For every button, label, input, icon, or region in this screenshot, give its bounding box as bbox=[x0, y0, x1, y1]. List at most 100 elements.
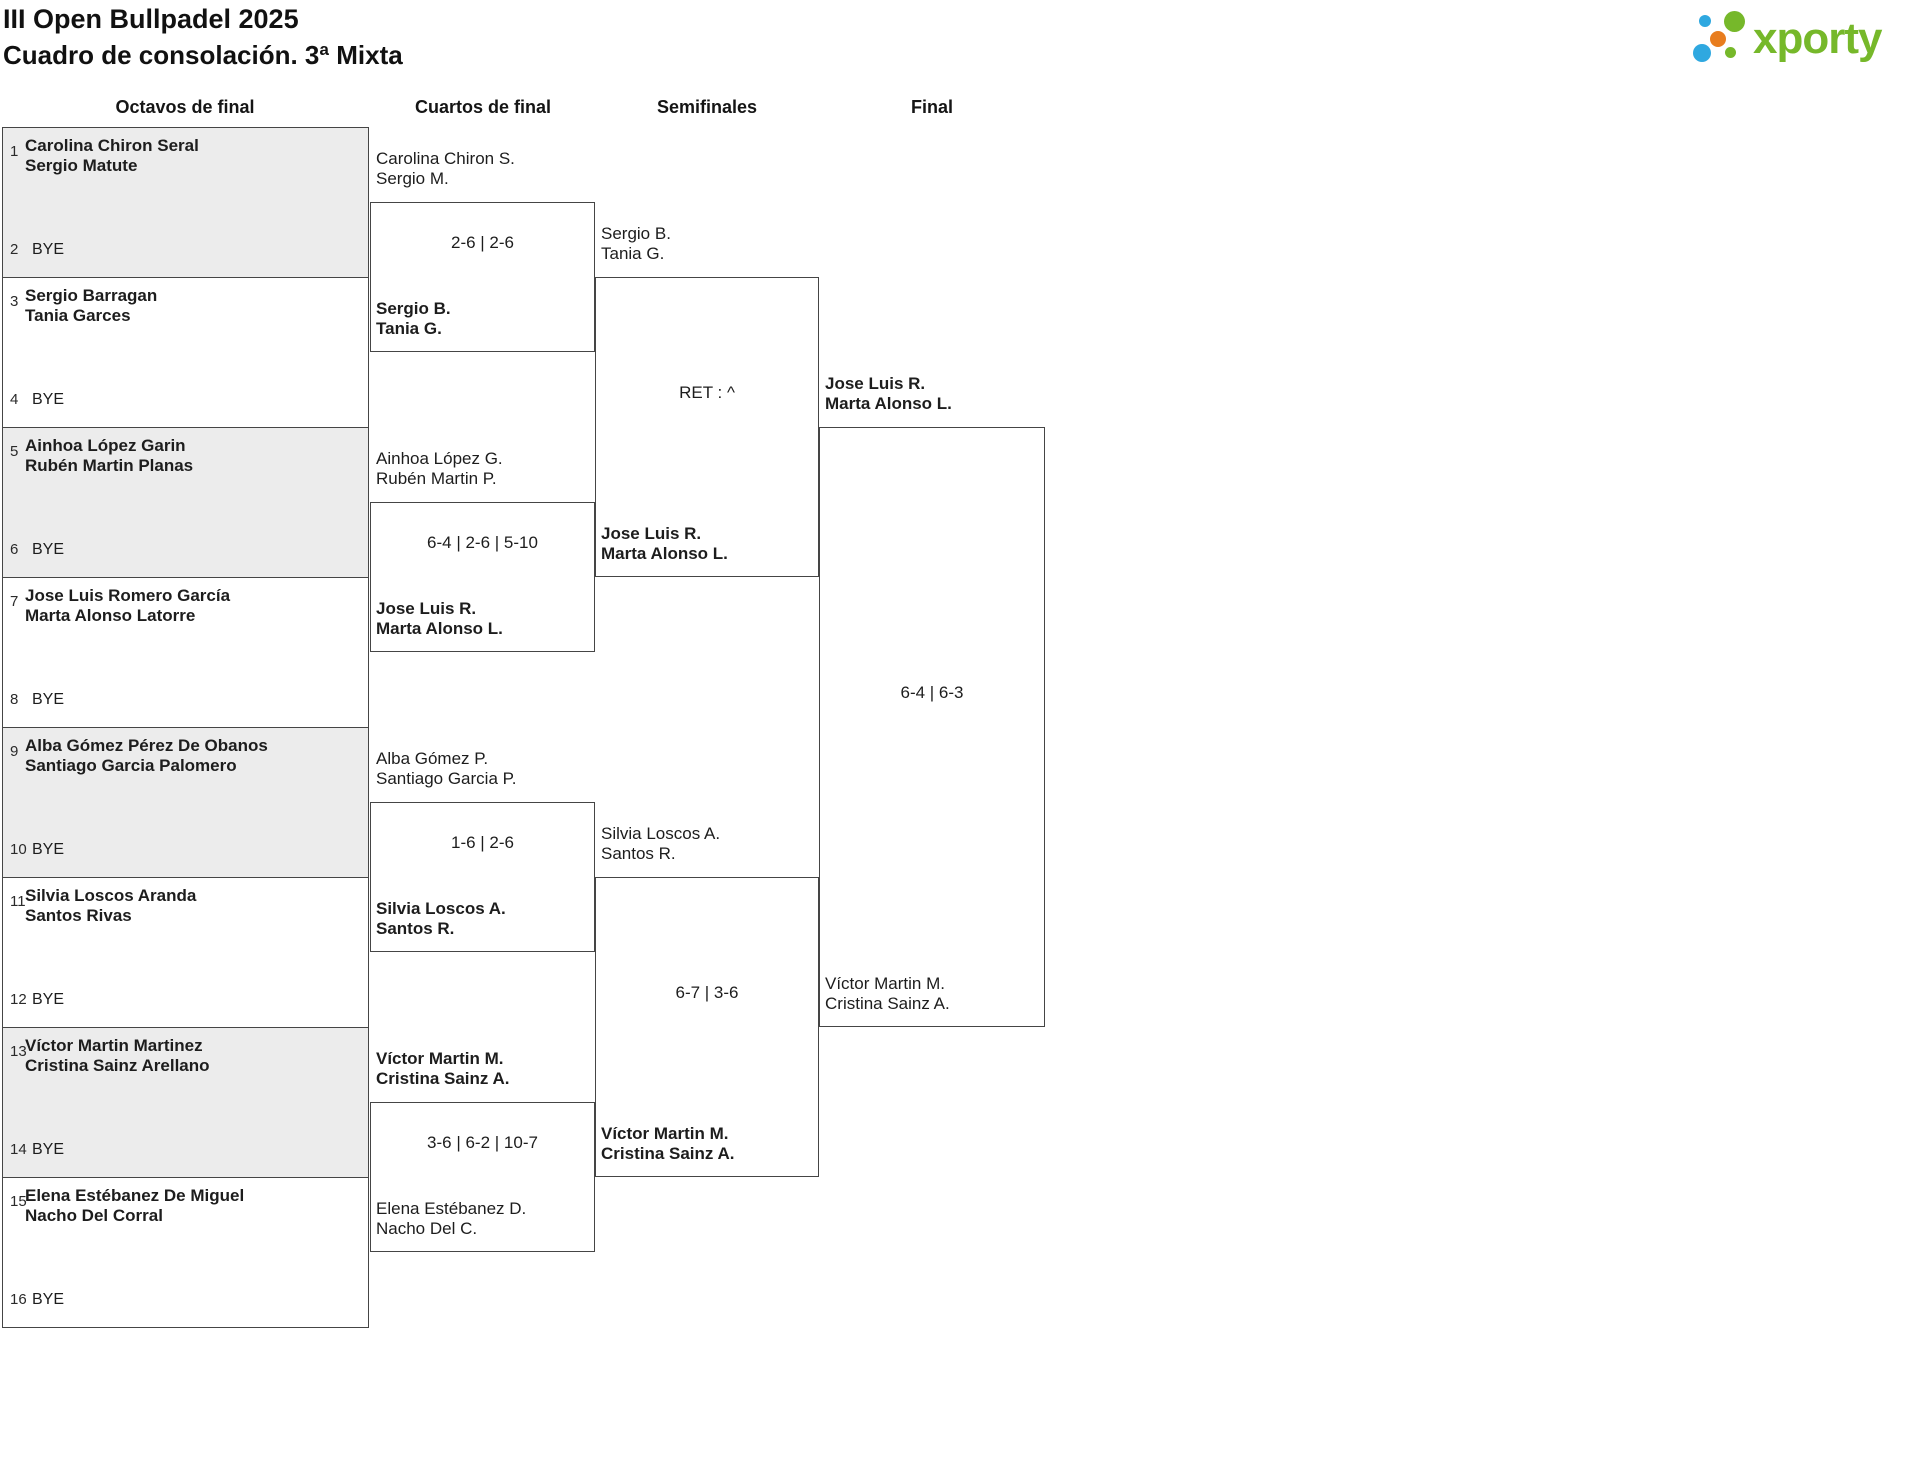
semifinal-match-box-1 bbox=[595, 277, 819, 577]
cuartos-match-box-1 bbox=[370, 202, 595, 352]
player1-name: Víctor Martin Martinez bbox=[25, 1036, 203, 1055]
octavos-block-5: 9 Alba Gómez Pérez De Obanos Santiago Ga… bbox=[2, 727, 369, 878]
bye-label: BYE bbox=[32, 391, 65, 408]
seed-number: 7 bbox=[10, 593, 19, 610]
seed-number: 10 bbox=[10, 841, 27, 858]
player2-name: Tania Garces bbox=[25, 306, 131, 325]
seed-number: 11 bbox=[10, 893, 26, 910]
seed-number: 2 bbox=[10, 241, 19, 258]
seed-number: 8 bbox=[10, 691, 19, 708]
octavos-block-4: 7 Jose Luis Romero García Marta Alonso L… bbox=[2, 577, 369, 728]
team-line: Jose Luis R. bbox=[376, 599, 477, 618]
cuartos-2-top-team: Ainhoa López G. Rubén Martin P. bbox=[376, 449, 503, 489]
bye-entry: 6 BYE bbox=[10, 541, 64, 559]
team-line: Marta Alonso L. bbox=[376, 619, 503, 638]
team-line: Silvia Loscos A. bbox=[376, 899, 506, 918]
team-line: Víctor Martin M. bbox=[825, 974, 945, 993]
team-names: Víctor Martin Martinez Cristina Sainz Ar… bbox=[25, 1036, 210, 1076]
team-line: Tania G. bbox=[376, 319, 442, 338]
seed-number: 4 bbox=[10, 391, 19, 408]
seed-number: 5 bbox=[10, 443, 19, 460]
team-line: Víctor Martin M. bbox=[376, 1049, 504, 1068]
cuartos-3-bottom-team: Silvia Loscos A. Santos R. bbox=[376, 899, 506, 939]
cuartos-1-score: 2-6 | 2-6 bbox=[450, 233, 514, 252]
team-line: Santos R. bbox=[376, 919, 455, 938]
logo-dot-blue-large bbox=[1693, 44, 1711, 62]
team-line: Jose Luis R. bbox=[601, 524, 702, 543]
player1-name: Silvia Loscos Aranda bbox=[25, 886, 197, 905]
player2-name: Santos Rivas bbox=[25, 906, 132, 925]
team-line: Rubén Martin P. bbox=[376, 469, 497, 488]
team-line: Elena Estébanez D. bbox=[376, 1199, 527, 1218]
logo-dot-orange bbox=[1710, 31, 1726, 47]
bye-label: BYE bbox=[32, 991, 65, 1008]
cuartos-1-bottom-team: Sergio B. Tania G. bbox=[376, 299, 451, 339]
seed-number: 16 bbox=[10, 1291, 27, 1308]
bye-entry: 2 BYE bbox=[10, 241, 64, 259]
seed-number: 1 bbox=[10, 143, 19, 160]
bye-entry: 4 BYE bbox=[10, 391, 64, 409]
cuartos-1-top-team: Carolina Chiron S. Sergio M. bbox=[376, 149, 515, 189]
team-names: Sergio Barragan Tania Garces bbox=[25, 286, 157, 326]
player1-name: Ainhoa López Garin bbox=[25, 436, 186, 455]
team-names: Alba Gómez Pérez De Obanos Santiago Garc… bbox=[25, 736, 268, 776]
player2-name: Cristina Sainz Arellano bbox=[25, 1056, 210, 1075]
team-line: Cristina Sainz A. bbox=[376, 1069, 510, 1088]
semifinal-1-top-team: Sergio B. Tania G. bbox=[601, 224, 671, 264]
seed-number: 12 bbox=[10, 991, 27, 1008]
team-line: Carolina Chiron S. bbox=[376, 149, 515, 168]
cuartos-2-bottom-team: Jose Luis R. Marta Alonso L. bbox=[376, 599, 503, 639]
logo-dot-green-small bbox=[1725, 47, 1736, 58]
round-header-final: Final bbox=[910, 97, 954, 117]
team-line: Jose Luis R. bbox=[825, 374, 926, 393]
octavos-block-8: 15 Elena Estébanez De Miguel Nacho Del C… bbox=[2, 1177, 369, 1328]
team-line: Nacho Del C. bbox=[376, 1219, 478, 1238]
player1-name: Jose Luis Romero García bbox=[25, 586, 231, 605]
round-header-octavos: Octavos de final bbox=[115, 97, 255, 117]
cuartos-match-box-4 bbox=[370, 1102, 595, 1252]
team-line: Tania G. bbox=[601, 244, 665, 263]
semifinal-2-score: 6-7 | 3-6 bbox=[675, 983, 739, 1002]
cuartos-2-score: 6-4 | 2-6 | 5-10 bbox=[427, 533, 538, 552]
semifinal-2-top-team: Silvia Loscos A. Santos R. bbox=[601, 824, 720, 864]
team-line: Santos R. bbox=[601, 844, 676, 863]
page-title: III Open Bullpadel 2025 bbox=[3, 4, 299, 34]
team-line: Silvia Loscos A. bbox=[601, 824, 721, 843]
bye-entry: 8 BYE bbox=[10, 691, 64, 709]
seed-number: 6 bbox=[10, 541, 19, 558]
seed-number: 13 bbox=[10, 1043, 27, 1060]
page-subtitle: Cuadro de consolación. 3ª Mixta bbox=[3, 40, 403, 70]
seed-number: 9 bbox=[10, 743, 19, 760]
player2-name: Sergio Matute bbox=[25, 156, 138, 175]
bye-label: BYE bbox=[32, 1291, 65, 1308]
cuartos-4-score: 3-6 | 6-2 | 10-7 bbox=[427, 1133, 538, 1152]
cuartos-3-score: 1-6 | 2-6 bbox=[450, 833, 514, 852]
semifinal-2-bottom-team: Víctor Martin M. Cristina Sainz A. bbox=[601, 1124, 735, 1164]
cuartos-4-bottom-team: Elena Estébanez D. Nacho Del C. bbox=[376, 1199, 526, 1239]
bye-label: BYE bbox=[32, 541, 65, 558]
seed-number: 15 bbox=[10, 1193, 27, 1210]
bye-label: BYE bbox=[32, 1141, 65, 1158]
team-line: Marta Alonso L. bbox=[601, 544, 728, 563]
final-match-box bbox=[819, 427, 1045, 1027]
team-names: Jose Luis Romero García Marta Alonso Lat… bbox=[25, 586, 230, 626]
team-names: Ainhoa López Garin Rubén Martin Planas bbox=[25, 436, 193, 476]
cuartos-3-top-team: Alba Gómez P. Santiago Garcia P. bbox=[376, 749, 517, 789]
team-line: Cristina Sainz A. bbox=[601, 1144, 735, 1163]
team-line: Alba Gómez P. bbox=[376, 749, 489, 768]
team-line: Víctor Martin M. bbox=[601, 1124, 729, 1143]
bye-label: BYE bbox=[32, 691, 65, 708]
bye-entry: 12 BYE bbox=[10, 991, 64, 1009]
bye-label: BYE bbox=[32, 841, 65, 858]
bye-entry: 10 BYE bbox=[10, 841, 64, 859]
team-names: Elena Estébanez De Miguel Nacho Del Corr… bbox=[25, 1186, 244, 1226]
round-header-semifinales: Semifinales bbox=[656, 97, 758, 117]
bye-entry: 16 BYE bbox=[10, 1291, 64, 1309]
bye-label: BYE bbox=[32, 241, 65, 258]
player1-name: Sergio Barragan bbox=[25, 286, 158, 305]
final-score: 6-4 | 6-3 bbox=[900, 683, 964, 702]
